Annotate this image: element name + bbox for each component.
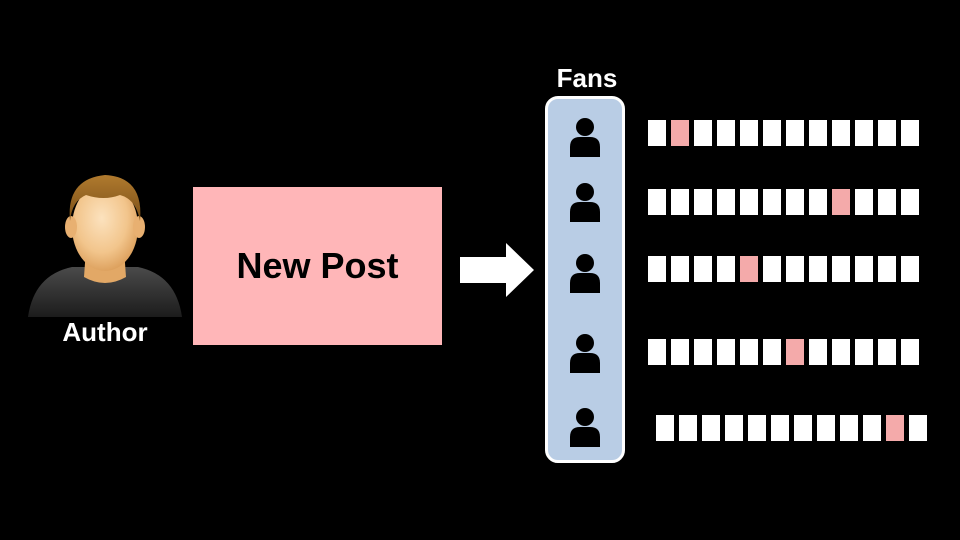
timeline-slot bbox=[717, 189, 735, 215]
timeline-slot bbox=[909, 415, 927, 441]
fan-timeline-queue bbox=[648, 120, 919, 146]
timeline-slot bbox=[817, 415, 835, 441]
timeline-slot bbox=[786, 189, 804, 215]
timeline-slot bbox=[809, 339, 827, 365]
timeline-slot bbox=[648, 189, 666, 215]
timeline-slot bbox=[901, 256, 919, 282]
timeline-slot bbox=[809, 189, 827, 215]
timeline-slot bbox=[832, 339, 850, 365]
fans-label: Fans bbox=[556, 63, 618, 93]
timeline-slot bbox=[671, 339, 689, 365]
fan-timeline-queue bbox=[648, 189, 919, 215]
timeline-slot bbox=[901, 120, 919, 146]
timeline-slot bbox=[840, 415, 858, 441]
timeline-new-post-slot bbox=[786, 339, 804, 365]
timeline-slot bbox=[878, 339, 896, 365]
timeline-slot bbox=[771, 415, 789, 441]
new-post-box: New Post bbox=[193, 187, 442, 345]
fan-timeline-queue bbox=[656, 415, 927, 441]
author-avatar-icon bbox=[20, 165, 190, 355]
timeline-slot bbox=[863, 415, 881, 441]
timeline-new-post-slot bbox=[740, 256, 758, 282]
timeline-slot bbox=[656, 415, 674, 441]
timeline-slot bbox=[725, 415, 743, 441]
timeline-slot bbox=[878, 120, 896, 146]
timeline-slot bbox=[763, 339, 781, 365]
timeline-slot bbox=[901, 189, 919, 215]
timeline-slot bbox=[694, 120, 712, 146]
timeline-new-post-slot bbox=[671, 120, 689, 146]
timeline-new-post-slot bbox=[886, 415, 904, 441]
timeline-slot bbox=[878, 189, 896, 215]
timeline-slot bbox=[809, 120, 827, 146]
timeline-slot bbox=[809, 256, 827, 282]
timeline-slot bbox=[855, 339, 873, 365]
user-icon bbox=[568, 253, 602, 293]
timeline-slot bbox=[786, 120, 804, 146]
timeline-slot bbox=[763, 256, 781, 282]
timeline-slot bbox=[694, 256, 712, 282]
timeline-slot bbox=[763, 120, 781, 146]
timeline-slot bbox=[855, 256, 873, 282]
timeline-slot bbox=[855, 189, 873, 215]
timeline-slot bbox=[702, 415, 720, 441]
timeline-slot bbox=[717, 256, 735, 282]
fan-timeline-queue bbox=[648, 339, 919, 365]
timeline-slot bbox=[648, 339, 666, 365]
timeline-slot bbox=[648, 120, 666, 146]
timeline-slot bbox=[694, 339, 712, 365]
user-icon bbox=[568, 407, 602, 447]
timeline-slot bbox=[671, 256, 689, 282]
user-icon bbox=[568, 333, 602, 373]
timeline-slot bbox=[717, 120, 735, 146]
timeline-slot bbox=[740, 120, 758, 146]
timeline-slot bbox=[832, 256, 850, 282]
timeline-slot bbox=[648, 256, 666, 282]
timeline-slot bbox=[832, 120, 850, 146]
timeline-slot bbox=[671, 189, 689, 215]
user-icon bbox=[568, 182, 602, 222]
fan-timeline-queue bbox=[648, 256, 919, 282]
timeline-slot bbox=[679, 415, 697, 441]
new-post-label: New Post bbox=[236, 245, 399, 286]
timeline-slot bbox=[878, 256, 896, 282]
timeline-slot bbox=[748, 415, 766, 441]
timeline-slot bbox=[717, 339, 735, 365]
timeline-slot bbox=[794, 415, 812, 441]
user-icon bbox=[568, 117, 602, 157]
right-arrow-icon bbox=[460, 243, 534, 297]
timeline-slot bbox=[740, 189, 758, 215]
timeline-slot bbox=[740, 339, 758, 365]
timeline-new-post-slot bbox=[832, 189, 850, 215]
timeline-slot bbox=[855, 120, 873, 146]
timeline-slot bbox=[694, 189, 712, 215]
author-label: Author bbox=[62, 317, 148, 347]
timeline-slot bbox=[901, 339, 919, 365]
timeline-slot bbox=[786, 256, 804, 282]
fans-panel bbox=[545, 96, 625, 463]
timeline-slot bbox=[763, 189, 781, 215]
